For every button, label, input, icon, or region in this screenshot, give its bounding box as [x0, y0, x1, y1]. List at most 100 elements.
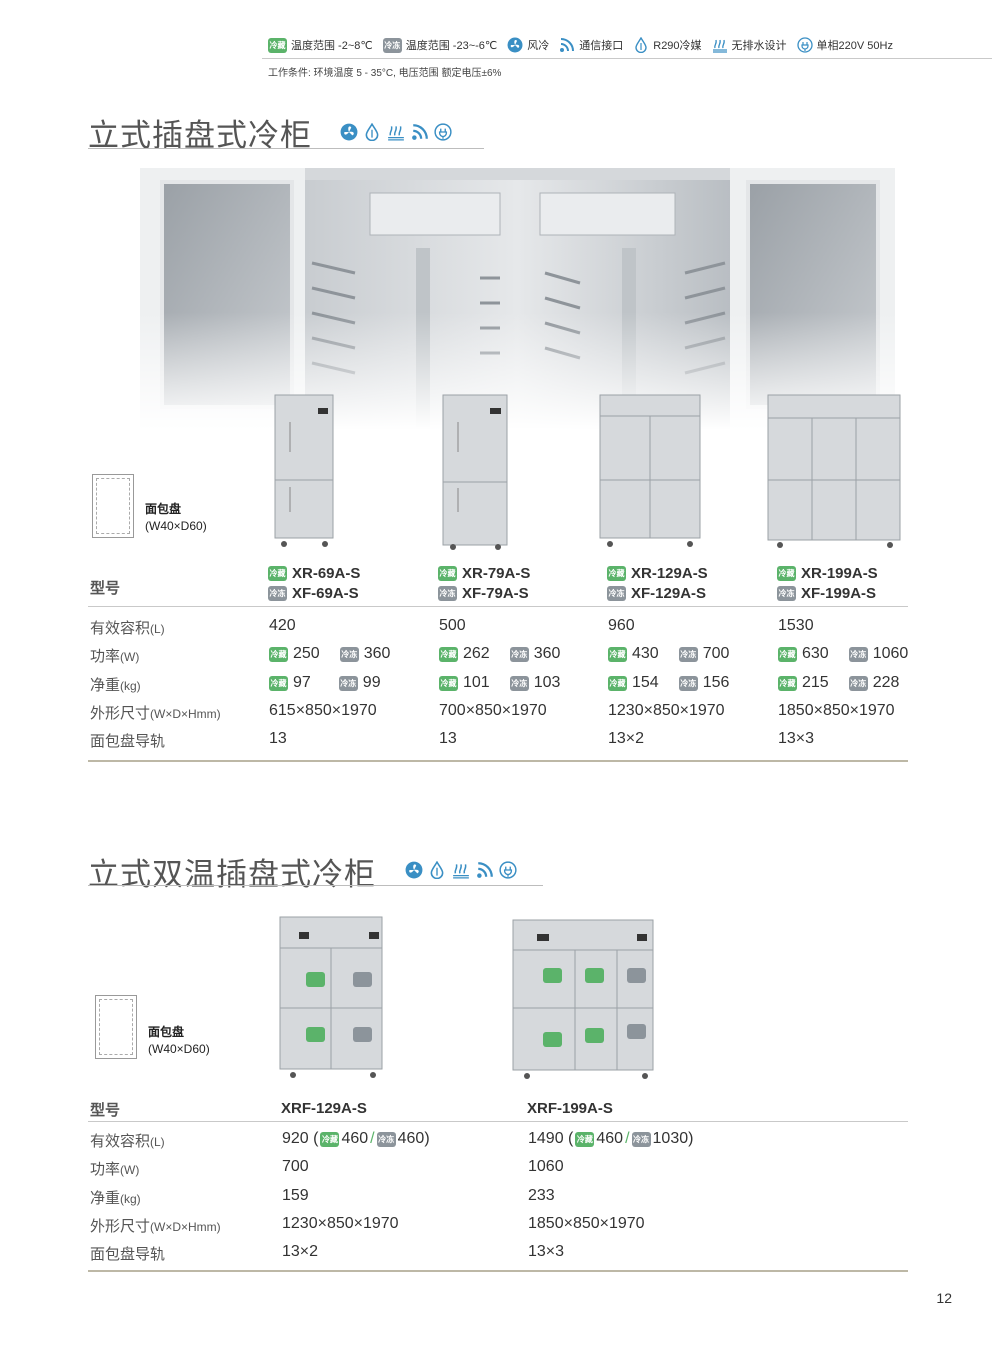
model-xrf-129: XRF-129A-S: [281, 1099, 367, 1117]
cabinet-xr-69: [274, 394, 334, 547]
weight-label: 净重(kg): [90, 1190, 141, 1207]
capacity-value: 960: [608, 617, 635, 634]
dims-label: 外形尺寸(W×D×Hmm): [90, 1218, 221, 1235]
freeze-badge: 冷冻: [382, 37, 402, 53]
model-xr: XR-199A-S: [801, 564, 878, 582]
cold-range-text: 温度范围 -2~8℃: [291, 40, 373, 52]
refrigerant-text: R290冷媒: [653, 40, 702, 52]
rails-value: 13: [269, 730, 287, 747]
legend-no-drain: 无排水设计: [712, 37, 787, 53]
table2-header-rule: [88, 1121, 908, 1122]
section1-cabinets: [274, 394, 901, 550]
rails-value: 13×2: [282, 1243, 319, 1260]
model-xf: XF-79A-S: [462, 584, 529, 602]
cabinet-xr-199: [767, 394, 901, 548]
dims-value: 615×850×1970: [269, 702, 377, 719]
tray-label: 面包盘 (W40×D60): [148, 1024, 210, 1058]
model-xf: XF-69A-S: [292, 584, 359, 602]
heat-icon: [712, 37, 728, 53]
rails-value: 13: [439, 730, 457, 747]
legend-air: 风冷: [507, 37, 549, 53]
tray-size: (W40×D60): [145, 519, 207, 533]
no-drain-text: 无排水设计: [731, 40, 787, 52]
rails-value: 13×3: [528, 1243, 565, 1260]
tray-name: 面包盘: [148, 1025, 185, 1039]
cabinet-xr-79: [442, 394, 508, 550]
section2-title: 立式双温插盘式冷柜: [88, 857, 376, 893]
dims-value: 1850×850×1970: [778, 702, 895, 719]
rails-label: 面包盘导轨: [90, 1246, 166, 1263]
wifi-icon: [559, 37, 575, 53]
rails-value: 13×2: [608, 730, 645, 747]
freeze-range-text: 温度范围 -23~-6℃: [405, 40, 498, 52]
capacity-value: 1530: [778, 617, 814, 634]
table1-bottom-rule: [88, 760, 908, 762]
drop-icon: [428, 861, 446, 879]
cabinet-xr-129: [599, 394, 701, 547]
model-xr: XR-79A-S: [462, 564, 531, 582]
legend-cold: 冷藏 温度范围 -2~8℃: [268, 37, 373, 53]
rails-label: 面包盘导轨: [90, 733, 166, 750]
section2-title-rule: [88, 885, 543, 886]
capacity-label: 有效容积(L): [90, 1133, 165, 1150]
heat-icon: [451, 861, 471, 879]
table2-bottom-rule: [88, 1270, 908, 1272]
section1-title-rule: [88, 148, 484, 149]
table1-header-rule: [88, 606, 908, 607]
legend-refrigerant: R290冷媒: [633, 37, 702, 53]
dims-value: 700×850×1970: [439, 702, 547, 719]
section2-cabinets: [279, 916, 654, 1079]
wifi-icon: [411, 123, 429, 141]
cabinet-interior-photo: [140, 168, 895, 430]
weight-value: 159: [282, 1187, 309, 1204]
dims-value: 1850×850×1970: [528, 1215, 645, 1232]
section1-feature-icons: [340, 123, 452, 141]
page-number: 12: [936, 1290, 952, 1306]
tray-label: 面包盘 (W40×D60): [145, 501, 207, 535]
plug-icon: [499, 861, 517, 879]
drop-icon: [633, 37, 649, 53]
cabinet-xrf-199: [512, 919, 654, 1079]
feature-legend: 冷藏 温度范围 -2~8℃ 冷冻 温度范围 -23~-6℃ 风冷 通信接口 R2…: [268, 37, 893, 53]
weight-label: 净重(kg): [90, 677, 141, 694]
plug-icon: [434, 123, 452, 141]
power-label: 功率(W): [90, 1161, 140, 1178]
power-value: 700: [282, 1158, 309, 1175]
air-cooling-text: 风冷: [527, 40, 550, 52]
model-xr: XR-129A-S: [631, 564, 708, 582]
dims-value: 1230×850×1970: [282, 1215, 399, 1232]
model-xf: XF-199A-S: [801, 584, 877, 602]
fan-icon: [507, 37, 523, 53]
power-label: 功率(W): [90, 648, 140, 665]
dims-value: 1230×850×1970: [608, 702, 725, 719]
tray-name: 面包盘: [145, 502, 182, 516]
heat-icon: [386, 123, 406, 141]
plug-icon: [797, 37, 813, 53]
tray-diagram: [95, 995, 137, 1059]
fan-icon: [340, 123, 358, 141]
dims-label: 外形尺寸(W×D×Hmm): [90, 705, 221, 722]
comm-text: 通信接口: [579, 40, 624, 52]
rails-value: 13×3: [778, 730, 815, 747]
weight-value: 233: [528, 1187, 555, 1204]
power-text: 单相220V 50Hz: [816, 40, 893, 52]
fan-icon: [405, 861, 423, 879]
tray-size: (W40×D60): [148, 1042, 210, 1056]
model-xr: XR-69A-S: [292, 564, 361, 582]
model-xf: XF-129A-S: [631, 584, 707, 602]
cabinet-xrf-129: [279, 916, 383, 1078]
legend-power: 单相220V 50Hz: [797, 37, 893, 53]
model-header: 型号: [90, 580, 121, 597]
